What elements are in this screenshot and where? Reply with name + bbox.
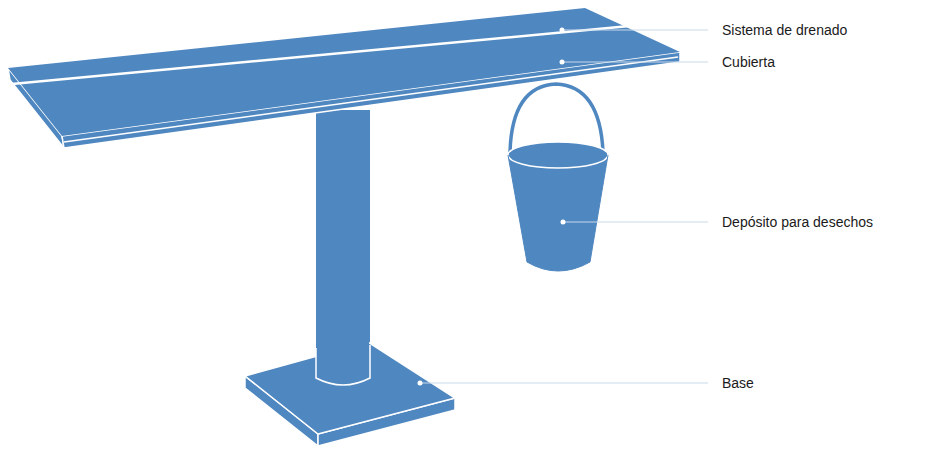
leader-dots [418,28,566,386]
part-label: Cubierta [722,54,775,70]
pillar [316,110,370,385]
waste-bucket [508,84,608,271]
part-label: Sistema de drenado [722,22,847,38]
table-top [8,8,680,148]
part-label: Depósito para desechos [722,214,873,230]
leader-lines [420,30,708,383]
part-label: Base [722,375,754,391]
base-slab [245,300,455,446]
